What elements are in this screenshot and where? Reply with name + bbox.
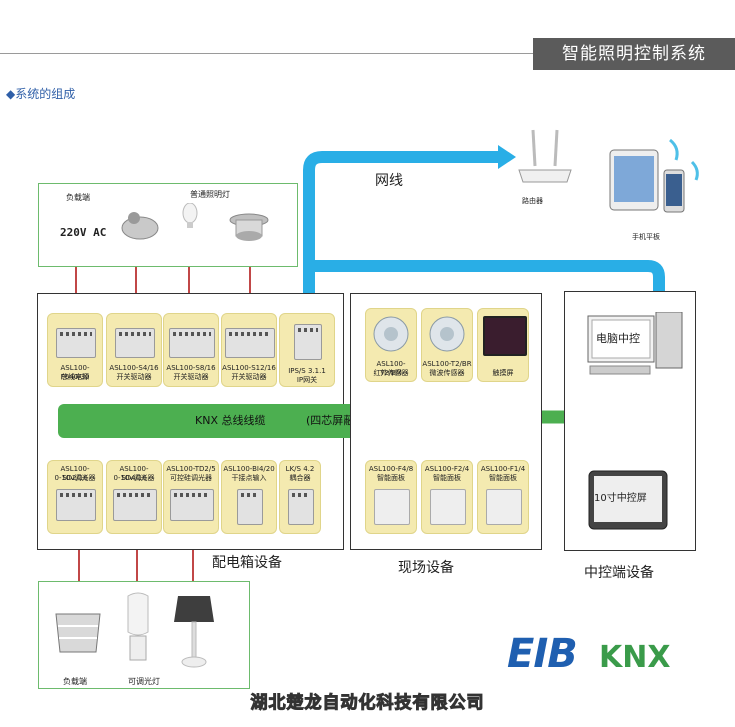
dimmer-0-10v-4-device: ASL100-SD4/16 0-10v调光器 (106, 460, 162, 534)
pendant-lamp-icon (55, 613, 101, 653)
switch-actuator-12-device: ASL100-S12/16 开关驱动器 (221, 313, 277, 387)
company-name: 湖北楚龙自动化科技有限公司 (250, 693, 485, 714)
dry-contact-input-device: ASL100-BI4/20 干接点输入 (221, 460, 277, 534)
tablet-label: 10寸中控屏 (594, 493, 647, 504)
touchscreen-device: 触摸屏 (477, 308, 529, 382)
mobile-label: 手机平板 (632, 233, 660, 241)
bus-power-device: ASL100-P640/30 总线电源 (47, 313, 103, 387)
microwave-sensor-device: ASL100-T2/BR 微波传感器 (421, 308, 473, 382)
computer-icon (587, 312, 683, 375)
load-header-label: 负载端 (66, 193, 90, 202)
coupler-device: LK/S 4.2 耦合器 (279, 460, 321, 534)
header-rule (0, 53, 533, 54)
section-title: ◆系统的组成 (6, 87, 76, 101)
ceiling-lamp-icon (121, 212, 159, 240)
dimmer-0-10v-2-device: ASL100-SD2/16 0-10v调光器 (47, 460, 103, 534)
dimmable-label: 可调光灯 (128, 677, 160, 686)
thyristor-dimmer-device: ASL100-TD2/5 可控硅调光器 (163, 460, 219, 534)
infrared-sensor-device: ASL100-T2/BM 红外传感器 (365, 308, 417, 382)
field-group-label: 现场设备 (398, 560, 454, 576)
cfl-bulb-icon (127, 592, 149, 661)
bottom-load-label: 负载端 (63, 677, 87, 686)
mobile-devices-icon (609, 138, 699, 213)
knx-logo: KNX (599, 640, 671, 675)
router-icon (518, 129, 572, 183)
voltage-label: 220V AC (60, 226, 107, 239)
eib-logo: EIB (507, 631, 578, 677)
distribution-group-label: 配电箱设备 (212, 555, 282, 571)
table-lamp-icon (174, 596, 214, 668)
tablet-screen-icon (588, 470, 668, 530)
pc-label: 电脑中控 (596, 332, 640, 345)
page-title: 智能照明控制系统 (533, 38, 735, 70)
switch-actuator-4-device: ASL100-S4/16 开关驱动器 (106, 313, 162, 387)
ip-gateway-device: IPS/S 3.1.1 IP网关 (279, 313, 335, 387)
smart-panel-1-device: ASL100-F1/4 智能面板 (477, 460, 529, 534)
smart-panel-2-device: ASL100-F2/4 智能面板 (421, 460, 473, 534)
bus-label: KNX 总线线缆 (195, 414, 266, 427)
router-label: 路由器 (522, 197, 543, 205)
downlight-icon (229, 213, 269, 241)
network-label: 网线 (375, 173, 403, 189)
switch-actuator-8-device: ASL100-S8/16 开关驱动器 (163, 313, 219, 387)
smart-panel-4-device: ASL100-F4/8 智能面板 (365, 460, 417, 534)
lamps-header-label: 普通照明灯 (190, 190, 230, 199)
central-group-label: 中控端设备 (584, 565, 654, 581)
bulb-icon (182, 203, 198, 228)
